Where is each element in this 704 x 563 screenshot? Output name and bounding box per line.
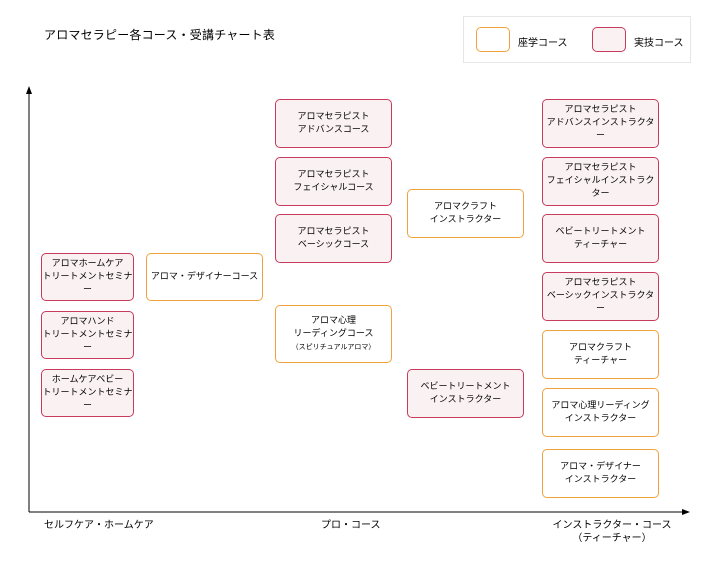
node-hand: アロマハンドトリートメントセミナー [41, 311, 134, 359]
node-line: アロマセラピスト [297, 226, 370, 237]
node-advance-instructor: アロマセラピストアドバンスインストラクター [542, 99, 659, 148]
node-line: アロマセラピスト [564, 105, 637, 115]
node-line: ベーシックコース [297, 239, 370, 250]
node-line: アロマクラフト [433, 201, 497, 212]
node-line: アロマセラピスト [297, 111, 370, 122]
node-line: アドバンスコース [297, 124, 370, 135]
node-line: アロマセラピスト [564, 278, 637, 288]
node-home-care-baby: ホームケアベビートリートメントセミナー [41, 369, 134, 417]
category-instructor-sub: （ティーチャー） [572, 533, 652, 544]
legend-swatch-lecture [476, 27, 510, 52]
node-facial-instructor: アロマセラピストフェイシャルインストラクター [542, 157, 659, 206]
node-baby-instructor: ベビートリートメントインストラクター [407, 369, 524, 418]
node-line: アロマハンド [60, 316, 115, 327]
node-line: アロマ心理 [310, 316, 356, 326]
node-craft-instructor: アロマクラフトインストラクター [407, 189, 524, 238]
node-line: アロマ・デザイナーコース [150, 271, 259, 282]
node-line: ティーチャー [573, 355, 628, 366]
node-line: インストラクター [564, 474, 637, 485]
x-axis-arrow [682, 509, 690, 515]
node-line: トリートメントセミナー [42, 271, 133, 295]
legend-label-practice: 実技コース [634, 38, 684, 49]
node-line: リーディングコース [293, 329, 374, 339]
node-subtitle: （スピリチュアルアロマ） [291, 343, 376, 351]
legend-label-lecture: 座学コース [518, 38, 568, 49]
node-line: フェイシャルコース [293, 182, 374, 193]
node-designer: アロマ・デザイナーコース [146, 253, 263, 301]
node-line: フェイシャルインストラクター [546, 176, 655, 199]
node-line: アロマ心理リーディング [551, 400, 650, 411]
node-line: トリートメントセミナー [42, 329, 133, 353]
node-therapist-advance: アロマセラピストアドバンスコース [275, 99, 392, 148]
node-baby-teacher: ベビートリートメントティーチャー [542, 214, 659, 263]
legend-swatch-practice [592, 27, 626, 52]
node-basic-instructor: アロマセラピストベーシックインストラクター [542, 272, 659, 321]
node-psych-instructor: アロマ心理リーディングインストラクター [542, 388, 659, 437]
y-axis-arrow [26, 86, 32, 94]
node-line: アロマクラフト [568, 342, 632, 353]
node-line: アロマセラピスト [564, 163, 637, 173]
node-craft-teacher: アロマクラフトティーチャー [542, 330, 659, 379]
node-designer-instructor: アロマ・デザイナーインストラクター [542, 449, 659, 498]
node-therapist-basic: アロマセラピストベーシックコース [275, 214, 392, 263]
category-self-care: セルフケア・ホームケア [44, 520, 154, 531]
node-line: トリートメントセミナー [42, 387, 133, 411]
legend: 座学コース 実技コース [463, 16, 691, 63]
category-pro: プロ・コース [321, 520, 381, 531]
node-therapist-facial: アロマセラピストフェイシャルコース [275, 157, 392, 206]
node-line: インストラクター [429, 214, 502, 225]
node-psych-reading: アロマ心理リーディングコース （スピリチュアルアロマ） [275, 305, 392, 363]
node-line: アロマセラピスト [297, 169, 370, 180]
node-line: インストラクター [429, 394, 502, 405]
node-line: アドバンスインストラクター [546, 118, 655, 141]
node-line: アロマホームケア [51, 258, 124, 269]
category-instructor-label: インストラクター・コース [552, 520, 672, 531]
node-line: インストラクター [564, 413, 637, 424]
chart-title: アロマセラピー各コース・受講チャート表 [44, 28, 276, 42]
node-line: ベビートリートメント [420, 381, 511, 392]
node-home-care: アロマホームケアトリートメントセミナー [41, 253, 134, 301]
category-instructor: インストラクター・コース （ティーチャー） [530, 519, 694, 545]
node-line: ホームケアベビー [51, 374, 124, 385]
node-line: ベビートリートメント [555, 226, 646, 237]
node-line: ベーシックインストラクター [546, 291, 655, 314]
node-line: アロマ・デザイナー [560, 461, 641, 472]
node-line: ティーチャー [573, 239, 628, 250]
